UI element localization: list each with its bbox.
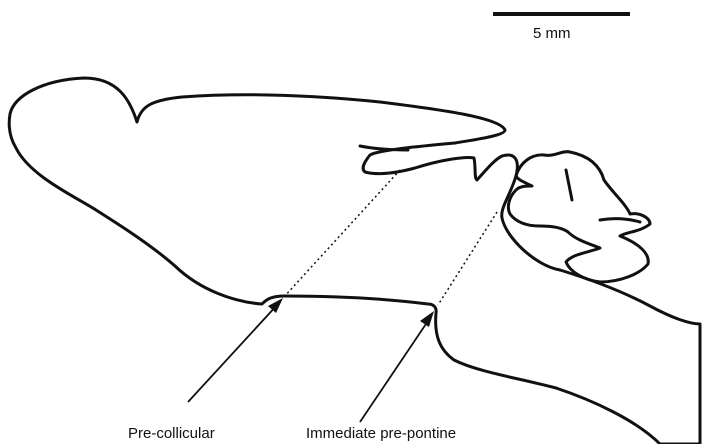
cerebellum-folium-line	[600, 219, 640, 222]
pre-pontine-label: Immediate pre-pontine	[306, 425, 456, 442]
prepontine-arrow-head	[420, 311, 434, 327]
precollicular-arrow	[188, 298, 283, 402]
scale-bar-label: 5 mm	[533, 25, 571, 42]
precollicular-arrow-head	[268, 298, 283, 313]
brain-outline	[9, 78, 700, 444]
cerebellum-outline	[508, 152, 650, 282]
prepontine-arrow-shaft	[360, 318, 430, 422]
cerebellum-fissure	[566, 170, 572, 200]
prepontine-arrow	[360, 311, 434, 422]
scale-bar: 5 mm	[493, 14, 630, 42]
pre-collicular-label: Pre-collicular	[128, 425, 215, 442]
precollicular-cut-line	[283, 170, 400, 298]
prepontine-cut-line	[438, 212, 497, 305]
precollicular-arrow-shaft	[188, 304, 278, 402]
